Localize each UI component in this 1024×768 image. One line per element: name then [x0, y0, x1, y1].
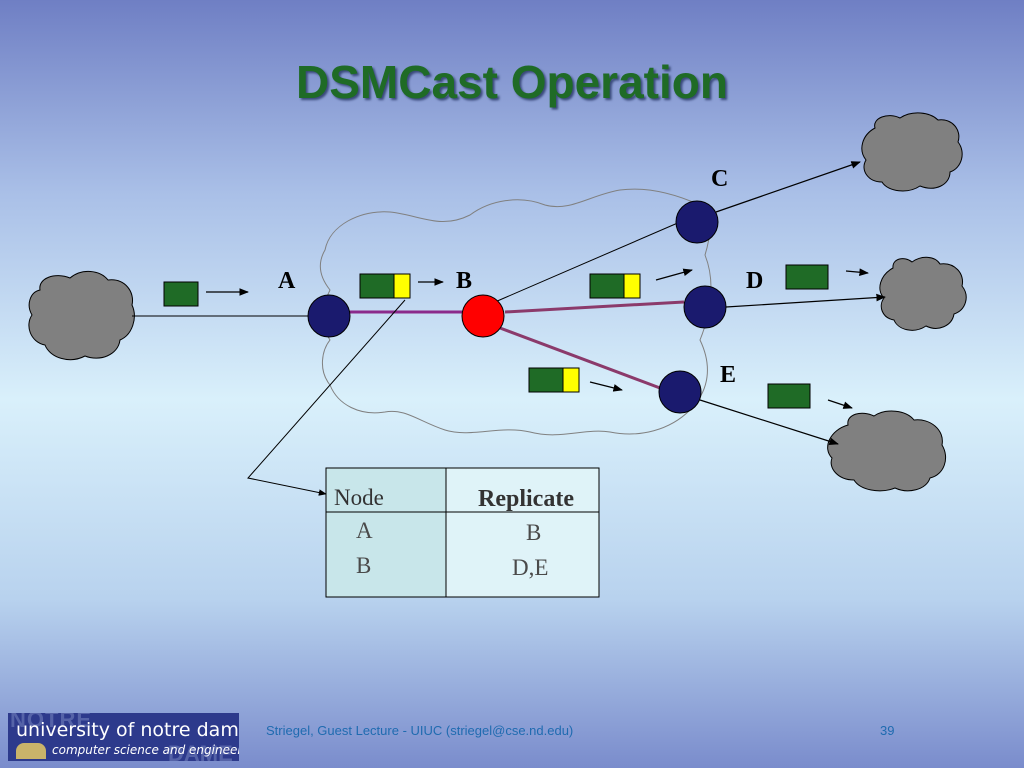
slide-footer: Striegel, Guest Lecture - UIUC (striegel… — [266, 723, 574, 738]
logo-watermark-bottom: DAME — [168, 741, 233, 761]
packet-bd-green — [589, 273, 625, 299]
packet-be-green — [528, 367, 564, 393]
packet-arrow-be — [589, 381, 623, 392]
packet-arrow-e — [827, 399, 853, 409]
packet-be-header — [562, 367, 580, 393]
packet-ab-header — [393, 273, 411, 299]
packet-arrow-d — [845, 268, 869, 277]
replication-table: Node Replicate A B B D,E — [325, 467, 600, 598]
node-d — [683, 285, 727, 329]
link-c-cloud — [715, 161, 861, 213]
node-a — [307, 294, 351, 338]
e-subnet-cloud — [827, 410, 946, 492]
pointer-to-table — [247, 299, 406, 496]
node-e — [658, 370, 702, 414]
packet-plain-e — [767, 383, 811, 409]
logo-watermark-top: NOTRE — [10, 713, 92, 732]
logo-university-name: university of notre dame — [16, 719, 239, 741]
node-label-e: E — [720, 362, 736, 388]
table-cell-node-1: B — [356, 553, 371, 578]
table-cell-replicate-1: D,E — [512, 555, 548, 580]
node-label-d: D — [746, 268, 763, 294]
node-label-b: B — [456, 268, 472, 294]
packet-plain-d — [785, 264, 829, 290]
packet-ab-green — [359, 273, 395, 299]
packet-plain-left — [163, 281, 199, 307]
node-label-c: C — [711, 166, 728, 192]
packet-bd-header — [623, 273, 641, 299]
link-e-cloud — [699, 399, 839, 446]
left-subnet-cloud — [28, 271, 135, 360]
node-label-a: A — [278, 268, 296, 294]
link-d-cloud — [725, 293, 886, 308]
table-cell-node-0: A — [356, 518, 373, 543]
university-logo: NOTRE DAME university of notre dame comp… — [8, 713, 239, 761]
logo-department-name: computer science and engineering — [52, 743, 239, 757]
slide-title: DSMCast Operation — [296, 56, 728, 108]
packet-arrow-bd — [655, 268, 693, 281]
table-header-node: Node — [334, 485, 384, 510]
c-subnet-cloud — [861, 112, 963, 192]
dome-emblem-icon — [16, 743, 46, 759]
link-b-c — [494, 221, 681, 303]
node-b — [461, 294, 505, 338]
table-header-replicate: Replicate — [478, 486, 574, 512]
tree-link-b-e — [499, 326, 661, 390]
node-c — [675, 200, 719, 244]
page-number: 39 — [880, 723, 895, 738]
tree-link-b-d — [504, 300, 685, 314]
d-subnet-cloud — [879, 256, 967, 331]
table-cell-replicate-0: B — [526, 520, 541, 545]
